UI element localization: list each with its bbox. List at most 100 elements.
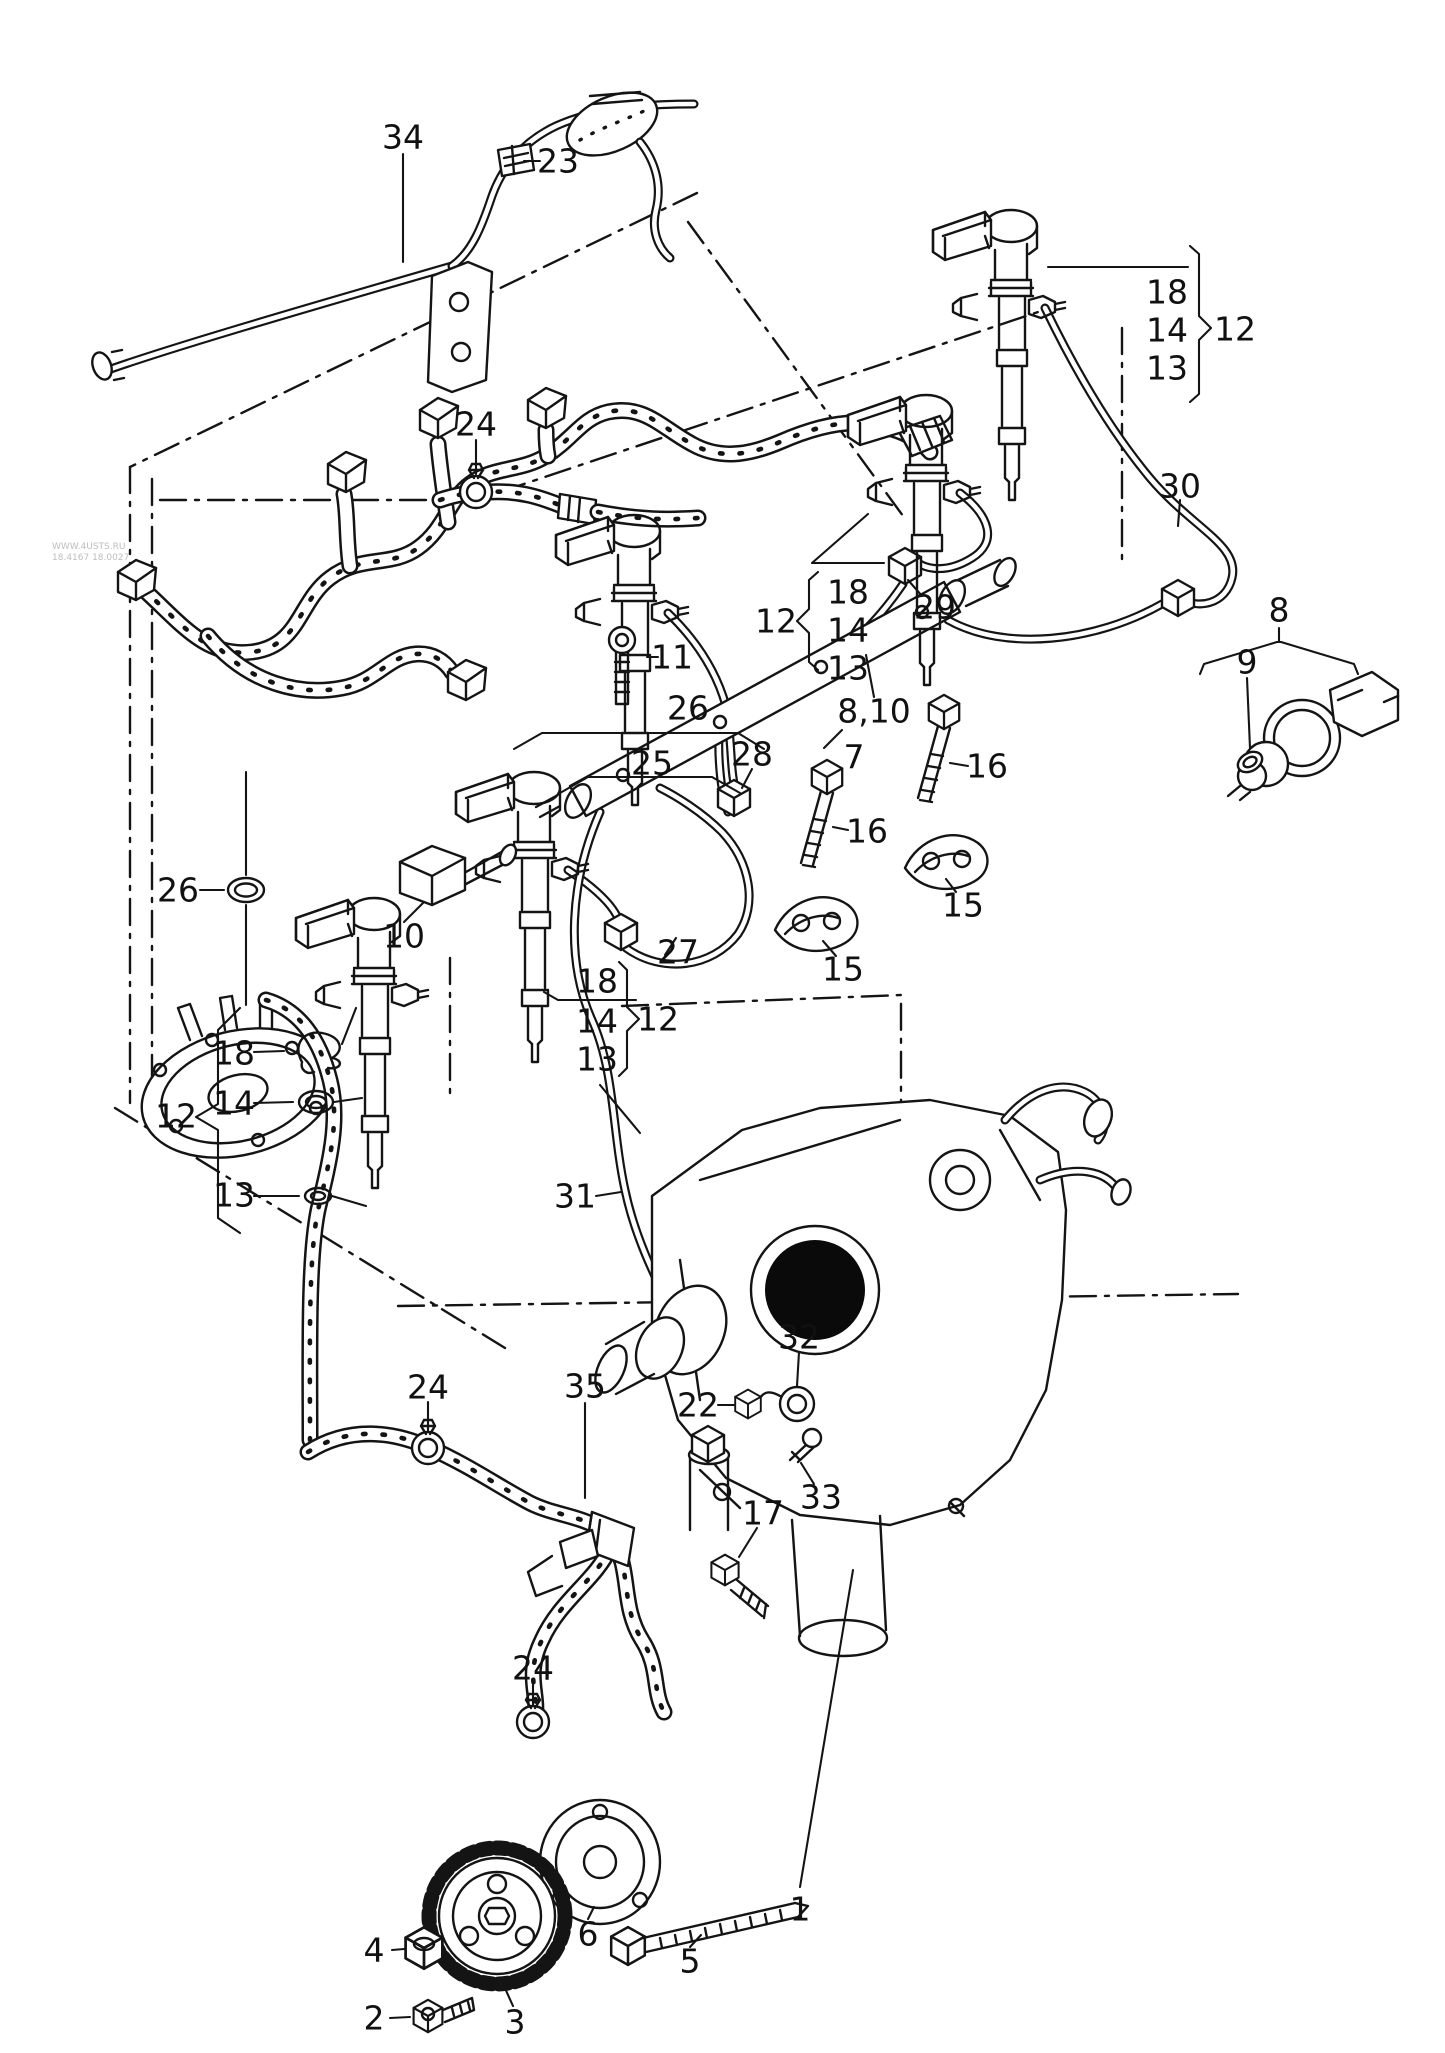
callout-28: 28	[731, 734, 773, 774]
callout-13-far-left: 13	[213, 1175, 255, 1215]
callout-16-right: 16	[966, 746, 1008, 786]
pipe-34-hose-pad	[565, 90, 659, 157]
callout-26-left: 26	[157, 870, 199, 910]
rail-end-fitting	[956, 556, 1017, 608]
callout-13-mid: 13	[827, 648, 869, 688]
pipe-30-union-nut	[1160, 578, 1196, 618]
callout-15-left: 15	[822, 949, 864, 989]
callout-24-mid: 24	[407, 1367, 449, 1407]
callout-1: 1	[789, 1889, 811, 1929]
leader-lines	[194, 152, 1360, 2020]
callout-14-top: 14	[1146, 310, 1188, 350]
tank-flange-unit	[140, 991, 343, 1449]
brace-12-mid	[795, 570, 820, 672]
watermark-line1: WWW.4USTS.RU	[52, 542, 126, 552]
callout-14-low: 14	[576, 1001, 618, 1041]
callout-12-mid: 12	[755, 601, 797, 641]
bolt-5	[609, 1901, 810, 1967]
nut-4	[404, 1925, 444, 1971]
bolt-17	[710, 1553, 770, 1620]
bracket-26	[512, 731, 766, 751]
callout-14-far-left: 14	[213, 1083, 255, 1123]
flange-6	[538, 1798, 662, 1926]
clamp-15-left	[773, 896, 859, 953]
callout-27: 27	[657, 932, 699, 972]
bolt-16-left-head	[810, 758, 844, 796]
injector-1	[931, 208, 1067, 502]
callout-26-mid: 26	[667, 688, 709, 728]
harness-connector	[326, 450, 368, 494]
callout-24-low: 24	[512, 1648, 554, 1688]
pressure-sensor-10	[398, 843, 518, 907]
pipe-27-union-nut	[603, 912, 639, 952]
pump-shaft-bore	[765, 1240, 865, 1340]
callout-13-top: 13	[1146, 348, 1188, 388]
fuel-hose-35	[299, 1418, 673, 1740]
callout-17: 17	[742, 1493, 784, 1533]
callout-29: 29	[914, 587, 956, 627]
callout-30: 30	[1159, 466, 1201, 506]
nut-22	[734, 1388, 762, 1420]
t-connector	[526, 1510, 636, 1598]
watermark-line2: 18.4167 18.0027	[52, 553, 130, 564]
callout-22: 22	[677, 1385, 719, 1425]
callout-34: 34	[382, 117, 424, 157]
callout-23: 23	[537, 141, 579, 181]
callout-15-right: 15	[942, 885, 984, 925]
callout-13-low: 13	[576, 1039, 618, 1079]
screw-33	[788, 1427, 823, 1464]
rail-bolts-and-clamps	[607, 625, 989, 953]
fuel-rail	[534, 556, 1017, 819]
seal-kit-icons	[226, 876, 341, 1206]
callout-18-low: 18	[576, 961, 618, 1001]
brace-12-top	[1188, 244, 1213, 404]
callout-18-far-left: 18	[213, 1033, 255, 1073]
watermark: WWW.4USTS.RU 18.4167 18.0027	[52, 542, 129, 565]
bolt-11	[607, 625, 637, 706]
fuel-pipe-34	[91, 90, 699, 394]
brace-12-far-left	[194, 1006, 242, 1235]
drive-gear-3	[421, 1840, 573, 1992]
harness-connector	[526, 386, 568, 430]
callout-9: 9	[1236, 642, 1258, 682]
pipe-28-union-nut	[716, 778, 752, 818]
callout-25: 25	[631, 743, 673, 783]
pipe-34-ribbed-end	[91, 348, 126, 382]
callout-12-top: 12	[1214, 309, 1256, 349]
fuel-return-hose-harness	[116, 386, 954, 702]
callout-18-top: 18	[1146, 272, 1188, 312]
callout-2: 2	[363, 1998, 385, 2038]
brace-12-low	[617, 960, 641, 1078]
callout-8: 8	[1268, 590, 1290, 630]
o-ring-26-icon	[226, 876, 266, 904]
callout-32: 32	[778, 1317, 820, 1357]
callout-16-left: 16	[846, 811, 888, 851]
high-pressure-pump	[594, 1082, 1132, 1658]
callout-33: 33	[800, 1477, 842, 1517]
callout-18-mid: 18	[827, 572, 869, 612]
callout-5: 5	[679, 1941, 701, 1981]
callout-35: 35	[564, 1366, 606, 1406]
callout-12-low: 12	[637, 999, 679, 1039]
bolt-2	[412, 1996, 476, 2034]
callout-6: 6	[577, 1914, 599, 1954]
pressure-valve-8	[1226, 670, 1400, 802]
bracket-8	[1198, 626, 1360, 676]
pipe-34-bracket	[426, 260, 494, 394]
callout-4: 4	[363, 1930, 385, 1970]
callout-10: 10	[383, 916, 425, 956]
bolt-16-right-head	[927, 693, 961, 731]
callout-7: 7	[843, 737, 865, 777]
callout-24-top: 24	[455, 404, 497, 444]
callout-14-mid: 14	[827, 610, 869, 650]
harness-connector	[418, 396, 460, 440]
clamp-15-right	[903, 834, 989, 891]
pump-inlet-nut	[690, 1424, 726, 1464]
callout-12-far-left: 12	[155, 1096, 197, 1136]
callout-11: 11	[651, 637, 693, 677]
clip-18-icon	[297, 1031, 341, 1075]
pump-drive-parts	[404, 1798, 810, 2034]
callout-8-10: 8,10	[837, 691, 911, 731]
